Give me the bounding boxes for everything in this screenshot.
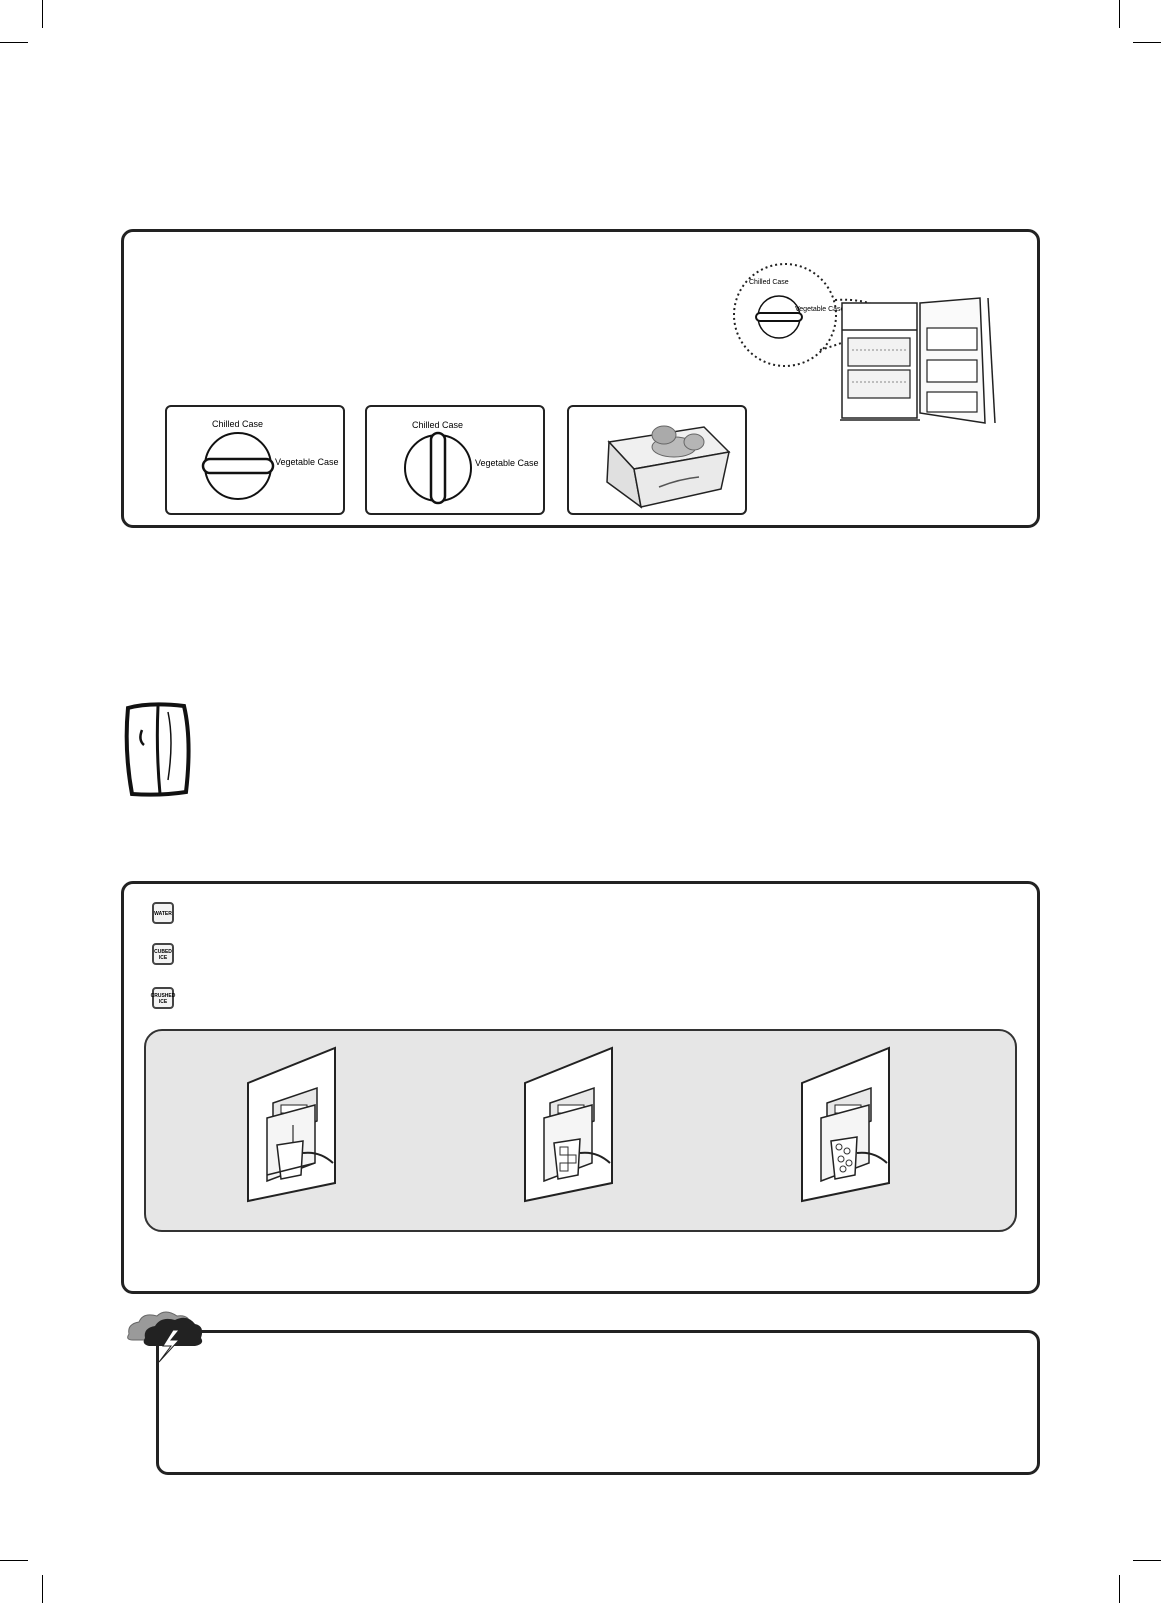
- dispenser-crushed-ice-icon: [801, 1046, 890, 1203]
- crisper-drawer-panel: [567, 405, 747, 515]
- knob-chilled-panel: Chilled Case Vegetable Case: [165, 405, 345, 515]
- callout-chilled-label: Chilled Case: [749, 279, 789, 286]
- vegetable-case-label: Vegetable Case: [275, 457, 339, 467]
- knob-callout-icon: [733, 263, 891, 367]
- humidity-knob-icon[interactable]: [367, 407, 547, 517]
- dispenser-cubed-ice-icon: [524, 1046, 613, 1203]
- crop-mark: [1119, 0, 1120, 28]
- crushed-ice-button[interactable]: CRUSHED ICE: [151, 987, 175, 1009]
- dispenser-water-icon: [247, 1046, 336, 1203]
- vegetable-case-label: Vegetable Case: [475, 458, 539, 468]
- crop-mark: [0, 42, 28, 43]
- note-panel: [156, 1330, 1040, 1475]
- humidity-knob-icon[interactable]: [167, 407, 347, 517]
- cubed-ice-button[interactable]: CUBED ICE: [152, 943, 174, 965]
- crop-mark: [42, 1575, 43, 1603]
- crop-mark: [1119, 1575, 1120, 1603]
- water-button[interactable]: WATER: [152, 902, 174, 924]
- storm-cloud-lightning-icon: [127, 1311, 203, 1363]
- chilled-case-label: Chilled Case: [212, 419, 264, 429]
- crop-mark: [42, 0, 43, 28]
- crop-mark: [0, 1560, 28, 1561]
- callout-vegetable-label: Vegetable Case: [795, 306, 845, 313]
- crop-mark: [1133, 42, 1161, 43]
- open-refrigerator-icon: [840, 297, 996, 424]
- refrigerator-icon: [124, 702, 191, 797]
- chilled-case-label: Chilled Case: [412, 420, 464, 430]
- crop-mark: [1133, 1560, 1161, 1561]
- crisper-drawer-icon: [606, 425, 731, 509]
- knob-vegetable-panel: Chilled Case Vegetable Case: [365, 405, 545, 515]
